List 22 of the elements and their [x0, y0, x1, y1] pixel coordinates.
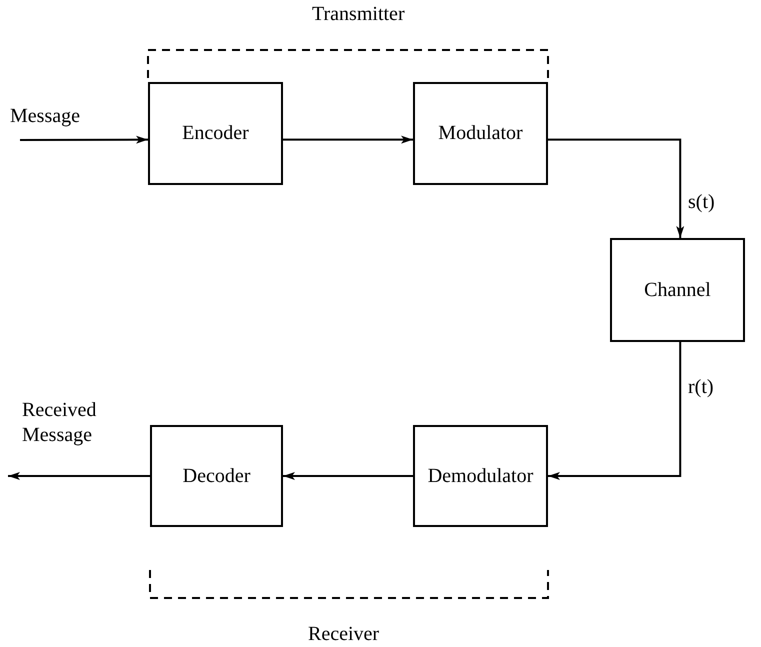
arrow	[283, 472, 413, 480]
process-box	[148, 82, 283, 185]
block-label: Encoder	[182, 122, 249, 145]
edge-label: r(t)	[688, 375, 714, 400]
block-label: Modulator	[438, 122, 523, 145]
block-label: Demodulator	[428, 464, 534, 488]
arrow	[548, 342, 682, 480]
arrow	[548, 138, 684, 238]
arrow	[283, 136, 413, 144]
edge-label: Message	[10, 104, 80, 129]
process-box	[413, 82, 548, 185]
group-label: Receiver	[308, 622, 380, 647]
edge-label: Received Message	[22, 398, 98, 448]
arrow	[20, 136, 148, 144]
block-label: Channel	[644, 278, 711, 302]
process-box	[413, 425, 548, 527]
edge-label: s(t)	[688, 190, 715, 215]
group-label: Transmitter	[312, 2, 405, 27]
block-label: Decoder	[182, 464, 250, 488]
process-box	[150, 425, 283, 527]
process-box	[610, 238, 745, 342]
arrow	[8, 472, 150, 480]
